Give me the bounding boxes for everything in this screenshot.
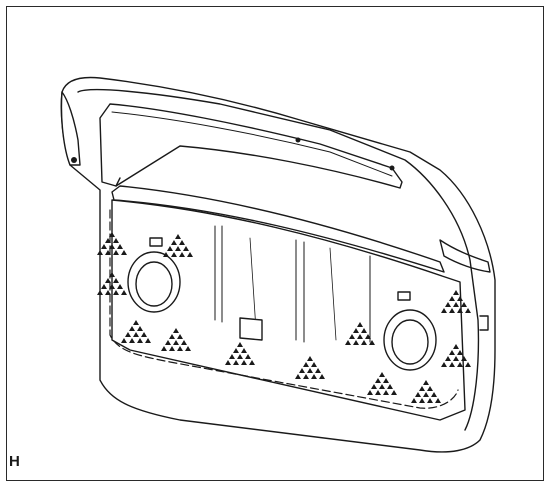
figure-corner-label: H — [9, 453, 20, 470]
upper-trim-rail — [111, 185, 445, 273]
window-opening — [99, 103, 403, 189]
hinge-mount-left — [60, 91, 81, 166]
hinge-mount-right — [439, 239, 491, 273]
clip-line-dashed — [109, 209, 459, 409]
center-handle-recess — [239, 317, 263, 341]
right-speaker-recess — [383, 309, 437, 371]
left-speaker-recess — [127, 251, 181, 313]
trim-board — [111, 199, 466, 421]
door-inner-frame — [77, 88, 480, 431]
